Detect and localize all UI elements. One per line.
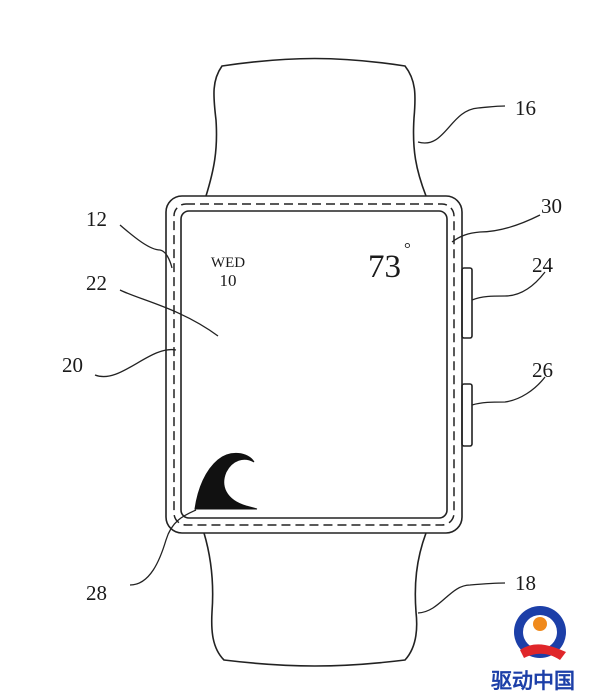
bottom-band	[203, 532, 427, 667]
ref-22: 22	[86, 271, 107, 295]
wave-icon[interactable]	[194, 453, 258, 510]
degree-symbol: °	[404, 239, 411, 258]
ref-28: 28	[86, 581, 107, 605]
leader-18	[417, 582, 506, 614]
watermark-text: 驱动中国	[491, 669, 575, 693]
logo-dot	[533, 617, 547, 631]
day-label: WED	[211, 255, 245, 271]
ref-26: 26	[532, 358, 553, 382]
date-label: 10	[220, 271, 237, 290]
leader-24	[471, 271, 546, 301]
ref-18: 18	[515, 571, 536, 595]
watermark-logo: 驱动中国	[491, 606, 575, 693]
leader-22	[119, 289, 219, 337]
bottom-side-button[interactable]	[461, 383, 473, 447]
leader-28	[129, 509, 197, 586]
display-screen	[180, 210, 448, 519]
top-side-button[interactable]	[461, 267, 473, 339]
logo-ring-inner	[523, 615, 557, 649]
leader-20	[94, 349, 177, 378]
ref-20: 20	[62, 353, 83, 377]
ref-30: 30	[541, 194, 562, 218]
watch-housing	[165, 195, 463, 534]
top-band	[205, 57, 427, 197]
temperature-label: 73	[368, 249, 401, 285]
ref-12: 12	[86, 207, 107, 231]
ref-24: 24	[532, 253, 554, 277]
leader-30	[451, 214, 541, 243]
logo-swoosh	[520, 644, 566, 660]
ref-16: 16	[515, 96, 536, 120]
dashed-border	[173, 203, 455, 526]
leader-16	[417, 105, 506, 144]
leader-26	[471, 376, 546, 406]
leader-12	[119, 224, 173, 269]
